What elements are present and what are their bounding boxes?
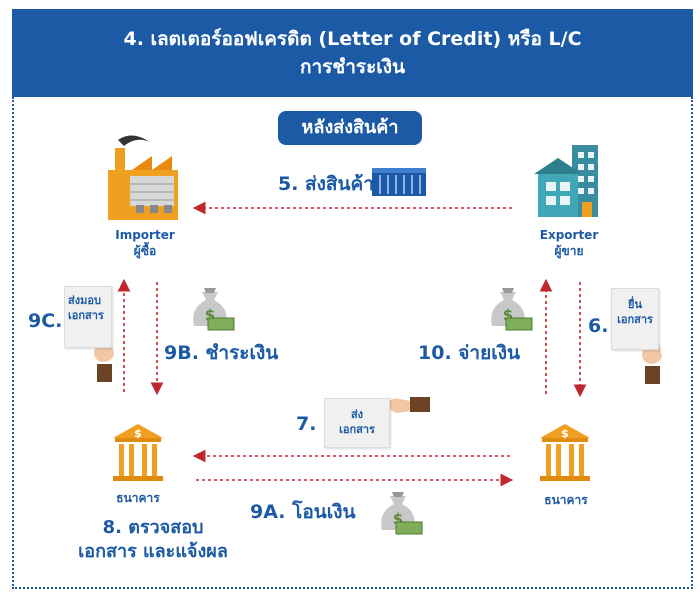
- hand-holding-document-icon: [388, 397, 430, 413]
- diagram-title: 4. เลตเตอร์ออฟเครดิต (Letter of Credit) …: [123, 28, 582, 50]
- office-building-icon: [534, 145, 598, 217]
- document-submit-line2: เอกสาร: [617, 313, 653, 326]
- document-deliver-line1: ส่งมอบ: [68, 294, 101, 307]
- money-bag-icon: $: [193, 288, 235, 331]
- exporter-label-th: ผู้ขาย: [554, 244, 584, 258]
- svg-text:$: $: [205, 306, 215, 324]
- step-8-line1: 8. ตรวจสอบ: [102, 517, 204, 538]
- diagram-header: 4. เลตเตอร์ออฟเครดิต (Letter of Credit) …: [12, 9, 693, 97]
- exporter-label: Exporter ผู้ขาย: [532, 227, 606, 259]
- step-9c-label: 9C.: [28, 310, 63, 332]
- svg-text:$: $: [561, 427, 569, 440]
- svg-text:$: $: [503, 306, 513, 324]
- factory-icon: [108, 135, 178, 220]
- bank-icon: $: [540, 424, 590, 481]
- bank-right-label: ธนาคาร: [544, 493, 588, 507]
- step-8-label: 8. ตรวจสอบ เอกสาร และแจ้งผล: [58, 516, 248, 564]
- diagram-frame: [12, 97, 693, 589]
- document-submit-line1: ยื่น: [628, 298, 642, 311]
- importer-label: Importer ผู้ซื้อ: [110, 227, 180, 259]
- money-bag-icon: $: [381, 492, 423, 535]
- section-label: หลังส่งสินค้า: [278, 111, 422, 145]
- svg-text:$: $: [134, 427, 142, 440]
- step-10-label: 10. จ่ายเงิน: [418, 342, 520, 364]
- svg-text:$: $: [393, 510, 403, 528]
- document-send: ส่ง เอกสาร: [324, 398, 390, 448]
- bank-icon: $: [113, 424, 163, 481]
- step-9b-label: 9B. ชำระเงิน: [164, 342, 279, 364]
- step-6-label: 6.: [588, 315, 609, 337]
- money-bag-icon: $: [491, 288, 533, 331]
- step-8-line2: เอกสาร และแจ้งผล: [78, 541, 228, 562]
- container-icon: [372, 168, 426, 196]
- document-submit: ยื่น เอกสาร: [611, 288, 659, 350]
- importer-label-th: ผู้ซื้อ: [133, 244, 157, 258]
- document-send-line1: ส่ง: [350, 408, 364, 421]
- document-deliver: ส่งมอบ เอกสาร: [64, 286, 112, 348]
- importer-label-en: Importer: [115, 228, 175, 242]
- document-deliver-line2: เอกสาร: [68, 309, 104, 322]
- step-7-label: 7.: [296, 413, 317, 435]
- step-9a-label: 9A. โอนเงิน: [250, 501, 356, 523]
- document-send-line2: เอกสาร: [339, 423, 375, 436]
- exporter-label-en: Exporter: [539, 228, 599, 242]
- bank-left-label: ธนาคาร: [116, 491, 160, 505]
- diagram-subtitle: การชำระเงิน: [299, 56, 406, 78]
- step-5-label: 5. ส่งสินค้า: [278, 173, 374, 195]
